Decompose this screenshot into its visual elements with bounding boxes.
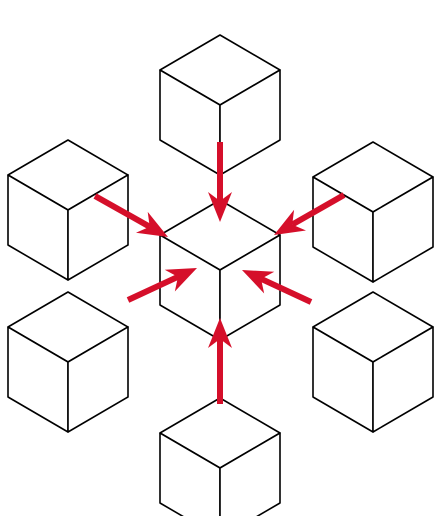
arrow-shaft [290,192,346,228]
bottom-cube-right-face [219,432,281,516]
bottom-left-cube-right-face [67,326,129,433]
bottom-right-cube-right-face [372,326,434,433]
arrow-bottom-left-cube-to-center-cube [126,268,197,303]
arrow-head [274,209,307,235]
bottom-cube-left-face [159,432,221,516]
arrow-top-cube-to-center-cube [208,142,232,222]
arrow-shaft [126,274,180,303]
arrow-head [164,268,197,292]
arrow-bottom-right-cube-to-center-cube [242,270,313,305]
top-left-cube [7,139,129,281]
arrow-bottom-cube-to-center-cube [208,318,232,404]
center-cube-right-face [219,234,281,341]
top-left-cube-right-face [67,174,129,281]
top-right-cube-right-face [372,176,434,283]
bottom-right-cube [312,291,434,433]
bottom-left-cube [7,291,129,433]
arrow-top-right-cube-to-center-cube [274,192,346,235]
cubes-layer [7,34,434,516]
bottom-cube [159,397,281,516]
arrow-head [135,211,168,237]
arrows-layer [93,142,346,404]
top-right-cube [312,141,434,283]
center-cube [159,199,281,341]
top-cube [159,34,281,176]
arrow-top-left-cube-to-center-cube [93,193,168,237]
arrow-head [208,192,232,222]
arrow-head [208,318,232,348]
arrow-shaft [93,193,152,230]
arrow-head [242,270,275,294]
arrow-shaft [259,276,313,305]
